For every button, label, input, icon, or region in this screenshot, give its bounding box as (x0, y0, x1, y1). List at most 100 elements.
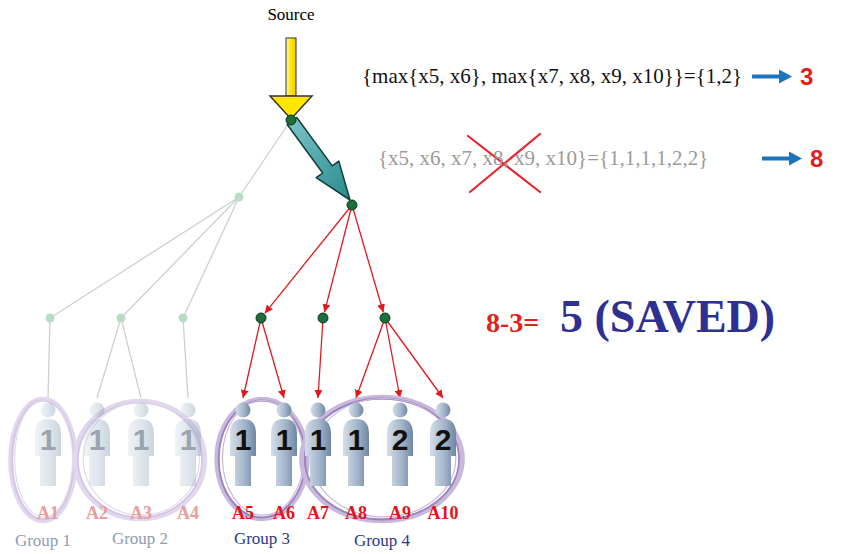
tree-line (239, 120, 291, 197)
group-ring (15, 400, 73, 517)
tree-arrow (352, 205, 383, 312)
tree-arrow (385, 318, 400, 398)
tree-arrow (325, 205, 353, 312)
person-body (230, 419, 256, 486)
person-head (277, 403, 292, 418)
person-node: 2A9 (382, 398, 418, 526)
group-halo (11, 399, 76, 521)
group-ring (78, 402, 202, 517)
tree-arrow (356, 318, 385, 398)
person-body (305, 419, 331, 486)
person-body (175, 419, 201, 486)
person-body (271, 419, 297, 486)
value-number: 1 (180, 425, 197, 455)
group-ring (311, 399, 455, 517)
tree-dot (318, 313, 328, 323)
group-ring (219, 400, 305, 517)
agent-label: A3 (130, 504, 152, 522)
person-node: 1A8 (338, 398, 374, 526)
value-number: 1 (348, 425, 365, 455)
count-number: 8 (810, 147, 823, 171)
difference: 8-3= (486, 309, 539, 337)
agent-label: A4 (177, 504, 199, 522)
agent-label: A1 (37, 504, 59, 522)
group-ring (305, 399, 459, 520)
person-head (90, 403, 105, 418)
agent-label: A5 (232, 504, 254, 522)
tree-arrow (385, 318, 443, 398)
tree-arrow (243, 318, 261, 398)
value-number: 1 (133, 425, 150, 455)
result-arrow (752, 70, 792, 84)
agent-label: A9 (389, 504, 411, 522)
group-ellipse: Group 21A21A31A4 (74, 400, 206, 520)
agent-label: A8 (345, 504, 367, 522)
person-body (84, 419, 110, 486)
group-halo (302, 397, 463, 520)
tree-line (121, 318, 141, 398)
value-number: 1 (89, 425, 106, 455)
tree-line (121, 197, 239, 318)
value-number: 1 (235, 425, 252, 455)
formula: {max{x5, x6}, max{x7, x8, x9, x10}}={1,2… (362, 66, 742, 87)
agent-label: A7 (307, 504, 329, 522)
crossed-formula: {x5, x6, x7, x8, x9, x10}={1,1,1,1,2,2} (378, 148, 708, 169)
path-arrow (287, 118, 350, 201)
person-body (430, 419, 456, 486)
person-node: 1A1 (30, 398, 66, 526)
person-head (134, 403, 149, 418)
agent-label: A2 (86, 504, 108, 522)
person-node: 2A10 (425, 398, 461, 526)
person-node: 1A5 (225, 398, 261, 526)
value-number: 1 (310, 425, 327, 455)
tree-dot (347, 200, 357, 210)
person-node: 1A3 (123, 398, 159, 526)
tree-line (48, 318, 50, 398)
group-ring (12, 400, 74, 519)
person-head (349, 403, 364, 418)
group-halo (75, 401, 204, 519)
source-arrow-stem (286, 38, 296, 96)
person-node: 1A7 (300, 398, 336, 526)
group-ellipse: Group 11A1 (10, 398, 76, 522)
count-number: 3 (800, 65, 813, 89)
tree-arrow (318, 318, 323, 398)
group-outline (216, 398, 308, 520)
person-body (35, 419, 61, 486)
saved-result: 5 (SAVED) (560, 294, 775, 340)
tree-dot (380, 313, 390, 323)
person-body (128, 419, 154, 486)
group-label: Group 2 (112, 530, 168, 547)
source-label: Source (267, 6, 314, 23)
person-head (311, 403, 326, 418)
person-node: 1A6 (266, 398, 302, 526)
tree-line (183, 318, 188, 398)
value-number: 2 (392, 425, 409, 455)
value-number: 1 (40, 425, 57, 455)
person-head (393, 403, 408, 418)
tree-line (183, 197, 239, 318)
tree-dot (256, 313, 266, 323)
agent-label: A10 (428, 504, 459, 522)
active-branch (243, 205, 443, 398)
value-number: 2 (435, 425, 452, 455)
tree-line (97, 318, 121, 398)
group-label: Group 3 (234, 530, 290, 547)
result-arrows (752, 70, 802, 166)
tree-dots (46, 115, 391, 323)
tree-arrow (261, 318, 284, 398)
person-node: 1A2 (79, 398, 115, 526)
tree-dot (179, 314, 188, 323)
person-head (41, 403, 56, 418)
person-head (436, 403, 451, 418)
group-label: Group 4 (354, 532, 410, 549)
tree-arrow (265, 205, 352, 313)
person-head (181, 403, 196, 418)
group-label: Group 1 (15, 532, 71, 549)
person-head (236, 403, 251, 418)
group-ellipse: Group 31A51A6 (216, 398, 308, 520)
group-halo (217, 399, 307, 519)
tree-dot (46, 314, 55, 323)
result-arrow (762, 152, 802, 166)
